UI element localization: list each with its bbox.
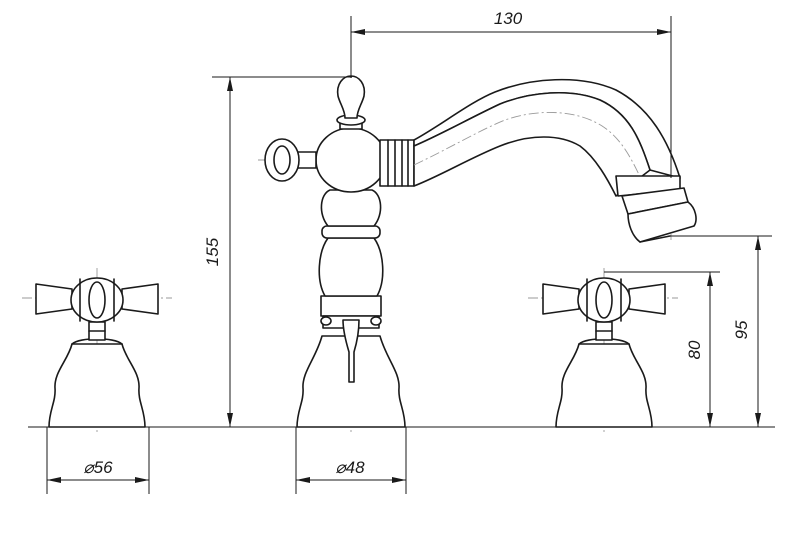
dim-spout-height	[668, 235, 772, 427]
dim-spout-reach	[350, 16, 672, 178]
dim-95-label: 95	[732, 320, 751, 339]
dim-130-label: 130	[494, 9, 523, 28]
dim-80-label: 80	[685, 340, 704, 359]
dim-total-height	[212, 76, 352, 427]
left-handle-valve	[35, 277, 159, 428]
dim-155-label: 155	[203, 237, 222, 266]
dim-dia56-label: ⌀56	[83, 458, 113, 477]
dim-handle-base-dia	[46, 427, 150, 494]
dim-dia48-label: ⌀48	[335, 458, 365, 477]
dim-spout-base-dia	[295, 427, 407, 494]
curved-spout	[413, 78, 697, 243]
dim-handle-height	[604, 271, 720, 427]
right-handle-valve	[542, 277, 666, 428]
center-spout-body	[264, 75, 415, 428]
